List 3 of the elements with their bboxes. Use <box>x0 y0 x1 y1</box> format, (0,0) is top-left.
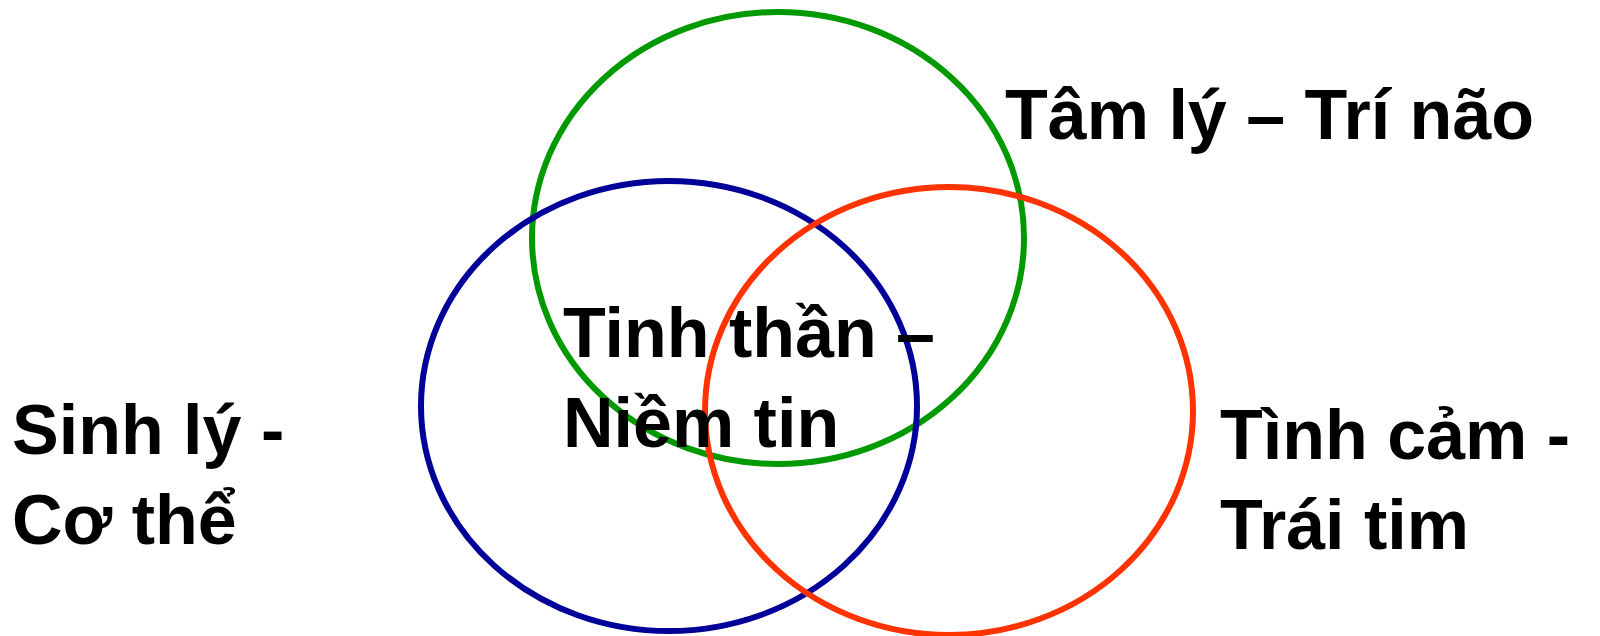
circle-label: Tâm lý – Trí não <box>1005 75 1536 156</box>
circle-label: Sinh lý - Cơ thể <box>12 390 286 561</box>
circle-label: Tình cảm - Trái tim <box>1220 395 1572 566</box>
